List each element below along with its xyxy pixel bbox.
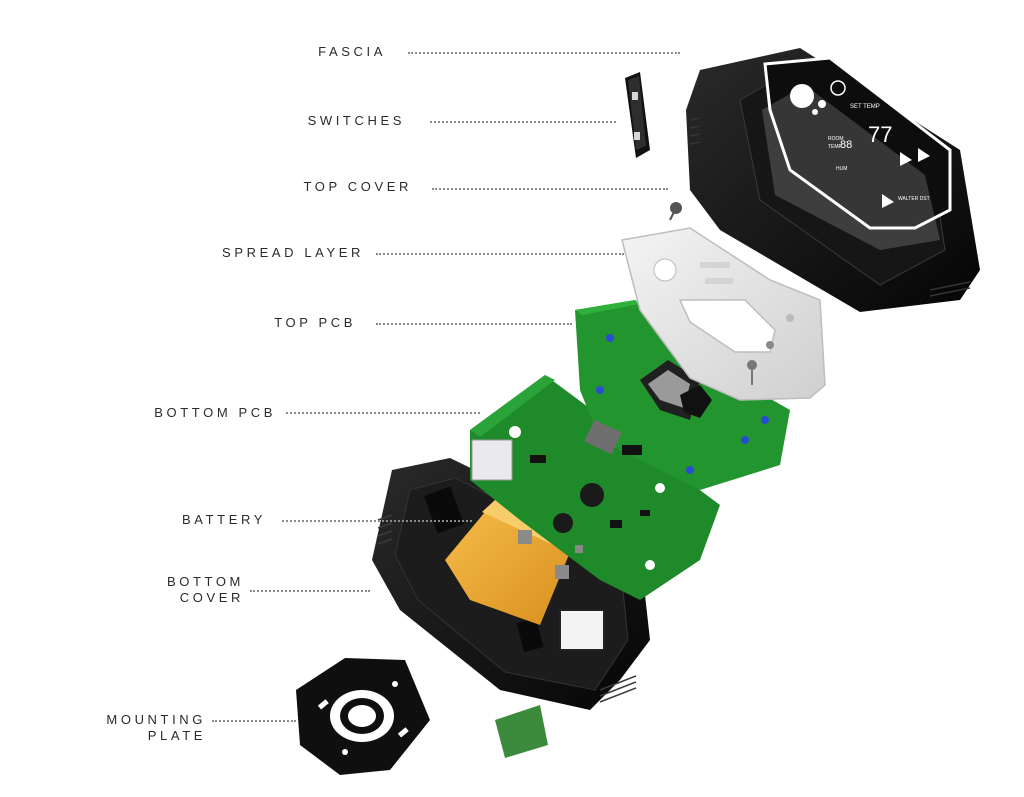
brand-text: WALTER DST [898,196,930,202]
room-label: ROOM [828,136,844,142]
label-mounting-plate: MOUNTING PLATE [106,712,206,743]
label-switches: SWITCHES [307,113,405,128]
label-battery: BATTERY [182,512,266,527]
bottom-pcb-part [470,375,720,600]
label-spread-layer: SPREAD LAYER [222,245,364,260]
label-top-cover: TOP COVER [303,179,412,194]
leader-bottom-pcb [286,412,480,414]
top-pcb-part [575,300,790,490]
label-top-pcb: TOP PCB [274,315,356,330]
switches-part [625,72,650,158]
set-temp-label: SET TEMP [850,104,880,110]
leader-fascia [408,52,680,54]
leader-spread-layer [376,253,624,255]
room-temp-value: 88 [840,139,852,151]
screw-part [669,202,682,221]
label-bottom-pcb: BOTTOM PCB [154,405,276,420]
leader-top-pcb [376,323,572,325]
mounting-plate-part [296,658,430,775]
spread-layer-part [621,227,826,401]
leader-switches [430,121,616,123]
set-temp-value: 77 [868,122,892,147]
fascia-part: SET TEMP 77 88 ROOM TEMP HUM WALTER DST [762,56,952,250]
leader-battery [282,520,472,522]
leader-mounting-plate [212,720,296,722]
label-fascia: FASCIA [318,44,386,59]
hum-label: HUM [836,166,847,172]
leader-bottom-cover [250,590,370,592]
temp-label: TEMP [828,144,843,150]
leader-top-cover [432,188,668,190]
label-bottom-cover: BOTTOM COVER [167,574,244,605]
